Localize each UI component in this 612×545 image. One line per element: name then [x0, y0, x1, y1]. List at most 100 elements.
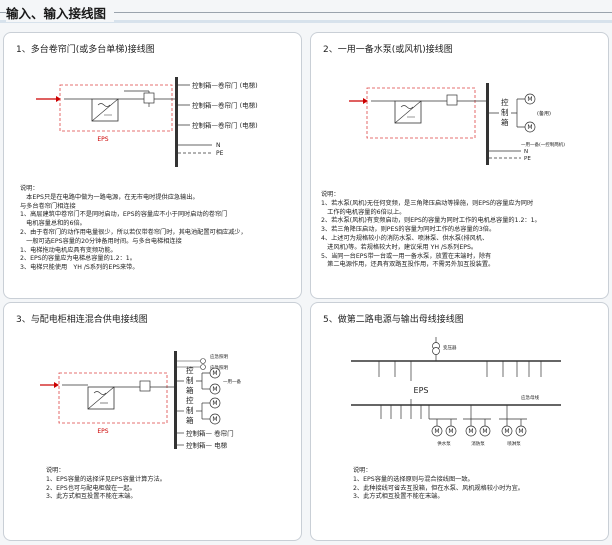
transformer-label: 变压器: [443, 344, 457, 351]
motor-label: M: [212, 370, 217, 377]
note-line: 3、电梯只能使用 YH /S系列的EPS来带。: [20, 264, 139, 272]
panel-mixed-supply-wiring: 3、与配电柜相连混合供电接线图 EPS 应急照明 应急照明 控: [3, 302, 302, 541]
header-band: [0, 20, 612, 23]
lamp-icon: [200, 364, 206, 370]
note-line: 3、若三角降压启动，则PES的容量为同时工作的总容量的3倍。: [321, 226, 496, 234]
motor-label: M: [212, 416, 217, 423]
rolling-door-diagram: EPS 控制箱—卷帘门 (电梯) 控制箱—卷帘门 (电梯) 控制箱—卷帘门 (电…: [36, 77, 258, 167]
panel-second-source-bus-wiring: 5、做第二路电源与输出母线接线图 变压器 EPS 应急母线: [310, 302, 609, 541]
small-label: 应急照明: [210, 353, 228, 360]
lamp-icon: [200, 358, 206, 364]
eps-cabinet-outline: [59, 84, 173, 132]
motor-label: M: [468, 428, 473, 435]
control-box-char: 制: [186, 375, 194, 385]
panel-title: 3、与配电柜相连混合供电接线图: [16, 315, 148, 325]
pe-label: PE: [216, 150, 224, 157]
ac-wave-icon: [400, 105, 414, 109]
note-line: 1、EPS容量的选择详见EPS容量计算方法。: [46, 475, 166, 483]
bus-bar: [486, 83, 489, 165]
note-line: 2、EPS也可与配电柜做在一起。: [46, 484, 136, 492]
note-line: 2、由于卷帘门的动作用电量很少，所以若仅带卷帘门时，其电池配置可相应减少，: [20, 228, 247, 236]
notes-block: 说明： 1、EPS容量的选择详见EPS容量计算方法。 2、EPS也可与配电柜做在…: [46, 467, 166, 502]
switch-icon: [143, 92, 155, 104]
output-label-3: 控制箱—卷帘门 (电梯): [192, 121, 258, 130]
motor-icon: [465, 425, 477, 437]
notes-block: 说明： 1、EPS容量的选择原则与混合接线图一致。 2、此种接线可省去互投箱，但…: [353, 467, 524, 502]
motor-icon: [501, 425, 513, 437]
motor-label: M: [212, 400, 217, 407]
note-line: 进风机)等。若规格较大时，建议采用 YH /S系列EPS。: [321, 243, 478, 251]
note-line: 本EPS只是在电路中做为一路电源，在无市电时提供应急输出。: [20, 193, 199, 201]
pair-note: 一用一备: [223, 378, 241, 385]
header-rule: [0, 12, 612, 13]
inverter-diagonal: [91, 98, 119, 122]
note-line: 1、高层建筑中卷帘门不是同时启动，EPS的容量应不小于同时启动的卷帘门: [20, 211, 228, 219]
standby-label: (备用): [537, 110, 551, 117]
page-title: 输入、输入接线图: [6, 3, 115, 22]
input-arrow: [363, 98, 368, 104]
eps-cabinet-outline: [58, 372, 168, 424]
note-line: 1、电梯拖动电机应具有变频功能。: [20, 246, 117, 254]
motor-label: M: [434, 428, 439, 435]
unit-note: 一用一备(一控制两机): [521, 141, 565, 148]
panel-pump-wiring: 2、一用一备水泵(或风机)接线图 控 制 箱 M M: [310, 32, 609, 299]
note-line: 工作的电机容量的6倍以上。: [321, 208, 406, 216]
small-label: 应急照明: [210, 364, 228, 371]
note-line: 3、此方式相互投置不能在末端。: [353, 493, 444, 501]
motor-label: M: [212, 386, 217, 393]
control-box-char: 控: [186, 395, 194, 405]
control-box-char: 控: [501, 97, 509, 107]
motor-icon: [479, 425, 491, 437]
note-line: 说明：: [20, 185, 39, 192]
panel-title: 2、一用一备水泵(或风机)接线图: [323, 45, 453, 55]
switch-icon: [446, 94, 458, 106]
output-label-1: 控制箱—卷帘门 (电梯): [192, 81, 258, 90]
note-line: 1、EPS容量的选择原则与混合接线图一致。: [353, 475, 474, 483]
pump-diagram: 控 制 箱 M M (备用) 一用一备(一控制两机) N PE: [349, 83, 565, 165]
note-line: 2、此种接线可省去互投箱，但在水泵、风机规格较小时为宜。: [353, 484, 524, 492]
note-line: 一般可选EPS容量的20分钟备用时间。与多台电梯相连接: [20, 237, 182, 245]
note-line: 3、此方式相互投置不能在末端。: [46, 493, 137, 501]
motor-icon: [445, 425, 457, 437]
output-label-lift: 控制箱— 电梯: [186, 441, 228, 450]
panel-rolling-door-wiring: 1、多台卷帘门(或多台单梯)接线图 EPS: [3, 32, 302, 299]
note-line: 5、当同一台EPS带一台或一用一备水泵，放置在末端时，除有: [321, 252, 492, 260]
motor-label: M: [518, 428, 523, 435]
input-arrow: [56, 96, 61, 102]
note-line: 说明：: [353, 467, 372, 474]
motor-icon: [515, 425, 527, 437]
mixed-supply-diagram: EPS 应急照明 应急照明 控 制 箱 M M 一用一备 控: [40, 351, 241, 450]
note-line: 2、若水泵(风机)有变频启动，则EPS的容量为同时工作的电机总容量的1.2：1。: [321, 217, 541, 225]
control-box-char: 制: [186, 405, 194, 415]
control-box-char: 箱: [501, 117, 509, 127]
bus-note: 应急母线: [521, 394, 539, 401]
eps-cabinet-outline: [366, 87, 476, 139]
motor-icon: [209, 367, 221, 379]
panel-title: 5、做第二路电源与输出母线接线图: [323, 315, 464, 325]
motor-icon: [524, 121, 536, 133]
control-box-char: 控: [186, 365, 194, 375]
motor-icon: [209, 413, 221, 425]
neutral-label: N: [216, 142, 221, 149]
eps-label: EPS: [414, 386, 429, 395]
note-line: 与多台卷帘门相连接: [20, 202, 76, 210]
control-box-char: 制: [501, 107, 509, 117]
second-source-diagram: 变压器 EPS 应急母线: [351, 337, 561, 447]
notes-block: 说明： 本EPS只是在电路中做为一路电源，在无市电时提供应急输出。 与多台卷帘门…: [20, 185, 247, 273]
output-label-door: 控制箱— 卷帘门: [186, 429, 234, 438]
note-line: 说明：: [321, 191, 340, 198]
control-box-char: 箱: [186, 385, 194, 395]
control-box-char: 箱: [186, 415, 194, 425]
motor-label: M: [504, 428, 509, 435]
pe-label: PE: [524, 156, 531, 162]
eps-label: EPS: [97, 136, 108, 143]
panel-title: 1、多台卷帘门(或多台单梯)接线图: [16, 45, 155, 55]
motor-label: M: [448, 428, 453, 435]
note-line: 1、若水泵(风机)无任何变频，是三角降压启动等操施，则EPS的容量应为同时: [321, 199, 534, 207]
group-label: 喷淋泵: [507, 440, 521, 447]
ac-wave-icon: [97, 103, 111, 107]
note-line: 说明：: [46, 467, 65, 474]
neutral-label: N: [524, 149, 528, 155]
input-arrow: [54, 382, 59, 388]
